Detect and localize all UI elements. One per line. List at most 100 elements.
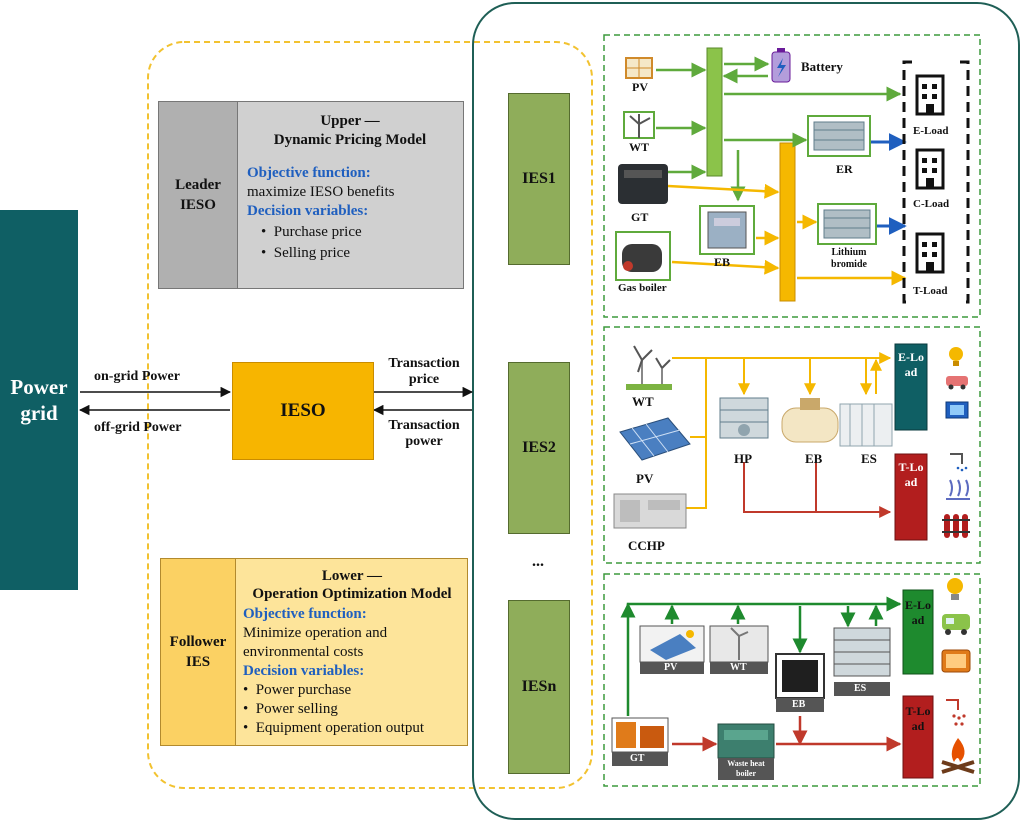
follower-role-line2: IES [185,654,211,670]
s3-campfire-icon [941,738,975,774]
s1-wt-label: WT [629,140,650,154]
leader-title-2: Dynamic Pricing Model [273,132,427,148]
follower-objective-2: environmental costs [243,644,364,660]
ieso-box: IESO [232,362,374,460]
s3-shower-icon [946,699,966,726]
s3-gt-icon [611,717,669,766]
leader-variable-list: • Purchase price • Selling price [261,224,362,261]
follower-title-1: Lower — [321,568,383,584]
off-grid-label: off-grid Power [94,420,182,435]
s1-gt-heat-line [667,183,780,199]
s2-es-icon [839,403,893,447]
ies1-system-frame [603,34,981,318]
s3-tload-label: T-Load [905,704,931,733]
ieso-label: IESO [280,400,326,421]
s1-battery-label: Battery [801,59,843,74]
s3-eb-icon [775,653,825,712]
s1-eb-icon [699,205,755,255]
s1-gt-icon [618,164,668,204]
power-grid-label-1: Power [10,375,68,399]
transaction-price-line2: price [408,372,440,387]
leader-role-line1: Leader [175,177,221,193]
s2-bulb-icon [949,347,963,366]
iesn-box: IESn [508,600,570,774]
s1-lithium-line2: bromide [831,259,867,270]
s2-eb-icon [781,398,839,443]
ies2-label: IES2 [522,439,556,456]
s1-eload-building-icon [915,74,945,116]
s2-hp-heat-line [743,462,892,518]
s1-tload-building-icon [915,232,945,274]
follower-variable-2: Power selling [255,701,338,717]
s3-waste-heat-boiler-icon [717,723,775,780]
s2-wt-label: WT [632,394,654,409]
leader-objective-heading: Objective function: [247,165,371,181]
s1-gt-label: GT [631,210,649,224]
s1-er-icon [807,115,871,157]
ies1-label: IES1 [522,170,556,187]
s3-waste-heat-line2: boiler [736,769,756,778]
s2-radiator-icon [942,514,970,538]
iesn-label: IESn [521,678,557,695]
s2-tv-icon [945,401,969,419]
s1-electric-bus [706,47,723,177]
s2-wt-icon [626,345,672,390]
s3-tv-icon [941,649,971,673]
s2-eload-box [894,343,928,431]
follower-variable-list: • Power purchase • Power selling • Equip… [243,682,425,736]
s1-load-bracket-left [902,60,912,304]
s2-steam-icon [946,479,970,500]
s3-es-icon [833,627,891,696]
transaction-price-line1: Transaction [388,356,460,371]
s2-eb-label: EB [805,451,823,466]
s1-heat-bus [779,142,796,302]
s1-er-label: ER [836,162,853,176]
iesn-system-frame [603,573,981,787]
power-grid-label-2: grid [20,401,58,425]
leader-objective: maximize IESO benefits [247,184,395,200]
ies-cluster-frame [472,2,1020,820]
ies2-system-frame [603,326,981,564]
s3-waste-heat-line1: Waste heat [727,759,765,768]
s1-wt-icon [623,111,655,139]
follower-title-2: Operation Optimization Model [252,586,452,602]
s2-cchp-label: CCHP [628,538,665,553]
s2-hp-label: HP [734,451,753,466]
transaction-power-line1: Transaction [388,418,460,433]
s3-wt-icon [709,625,769,674]
follower-role-line1: Follower [169,634,227,650]
s1-battery-icon [771,48,791,83]
follower-objective-heading: Objective function: [243,606,367,622]
s3-pv-icon [639,625,705,674]
s2-pv-label: PV [636,471,654,486]
s3-eload-label: E-Load [904,598,931,627]
s2-es-label: ES [861,451,877,466]
follower-variable-1: Power purchase [255,682,352,698]
s3-van-icon [942,614,970,635]
s1-lithium-bromide-icon [817,203,877,245]
s1-cload-label: C-Load [913,198,950,210]
s3-es-label: ES [854,683,867,694]
leader-variable-2: Selling price [273,245,350,261]
transaction-power-line2: power [405,434,443,449]
ies1-box: IES1 [508,93,570,265]
leader-variable-1: Purchase price [273,224,362,240]
follower-objective-1: Minimize operation and [243,625,388,641]
leader-role-line2: IESO [180,197,216,213]
s1-boiler-heat-line [671,259,780,275]
s2-cchp-line [686,437,707,509]
s1-tload-label: T-Load [913,285,948,297]
s2-car-icon [946,376,968,390]
s3-tload-box [902,695,934,779]
s1-eload-label: E-Load [913,125,949,137]
s2-pv-icon [619,417,691,461]
